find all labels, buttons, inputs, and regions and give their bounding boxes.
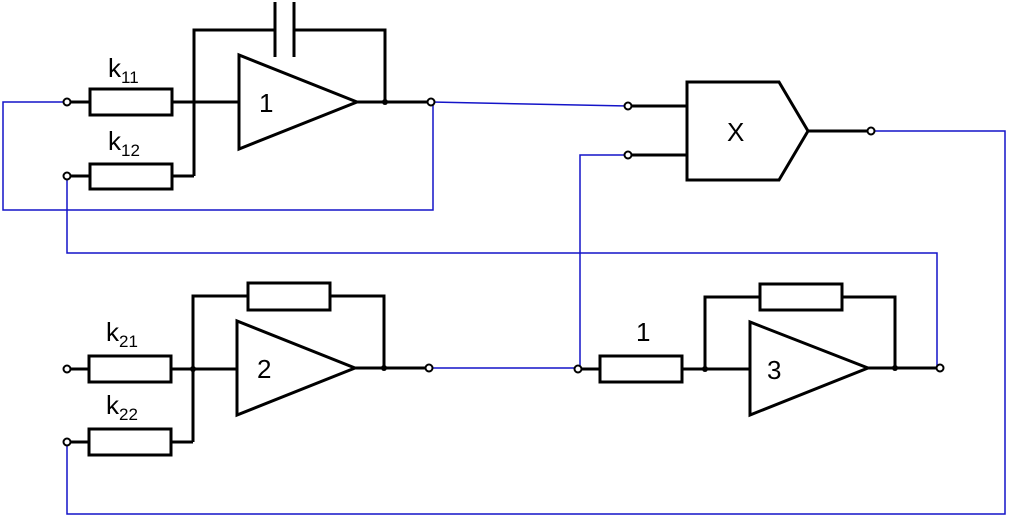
input-k22-sub: 22 (119, 405, 138, 424)
terminal-mult-out (866, 126, 876, 136)
svg-text:k11: k11 (108, 53, 139, 87)
input-k22-main: k (106, 390, 120, 420)
terminal-out-3 (935, 363, 945, 373)
amplifier-1-label: 1 (259, 88, 273, 118)
svg-text:k21: k21 (106, 317, 138, 351)
terminal-k11 (62, 97, 72, 107)
terminals (62, 97, 945, 447)
input-k11-main: k (108, 53, 122, 83)
amplifier-2: 2 k21 k22 (67, 281, 429, 457)
amplifier-3-label: 3 (767, 355, 781, 385)
terminal-mult-in-2 (623, 150, 633, 160)
terminal-out-2 (424, 363, 434, 373)
input-k11-sub: 11 (121, 68, 139, 87)
terminal-k22 (62, 437, 72, 447)
input-k12-main: k (108, 126, 122, 156)
resistor-k21 (87, 354, 173, 384)
multiplier-label: X (727, 117, 744, 147)
amplifier-2-triangle (235, 318, 360, 418)
multiplier: X (628, 80, 871, 182)
resistor-feedback-2 (246, 281, 332, 312)
svg-text:k12: k12 (108, 126, 140, 160)
terminal-out-1 (426, 97, 436, 107)
resistor-feedback-3 (758, 282, 844, 312)
amplifier-3-triangle (748, 319, 873, 418)
resistor-k22 (87, 427, 173, 457)
amplifier-1-triangle (237, 52, 362, 152)
amplifier-1: 1 k11 k12 (67, 2, 431, 191)
wire-multiplier-to-summer-input (66, 130, 1006, 515)
resistor-k12 (88, 162, 174, 191)
terminal-in-3 (573, 364, 583, 374)
svg-text:k22: k22 (106, 390, 138, 424)
wire-inverter-to-integrator-input (66, 176, 940, 369)
resistor-input-3 (598, 354, 684, 384)
input-k21-sub: 21 (119, 332, 138, 351)
resistor-input-3-label: 1 (636, 317, 650, 347)
resistor-k11 (88, 87, 174, 117)
input-k21-main: k (106, 317, 120, 347)
amplifier-2-label: 2 (257, 354, 271, 384)
terminal-k21 (62, 364, 72, 374)
amplifier-3: 3 1 (578, 282, 940, 418)
terminal-k12 (62, 171, 72, 181)
wire-summer-to-multiplier (578, 154, 628, 369)
wire-integrator-to-multiplier (430, 101, 629, 107)
input-k12-sub: 12 (121, 141, 140, 160)
multiplier-block (685, 80, 810, 182)
terminal-mult-in-1 (623, 101, 633, 111)
